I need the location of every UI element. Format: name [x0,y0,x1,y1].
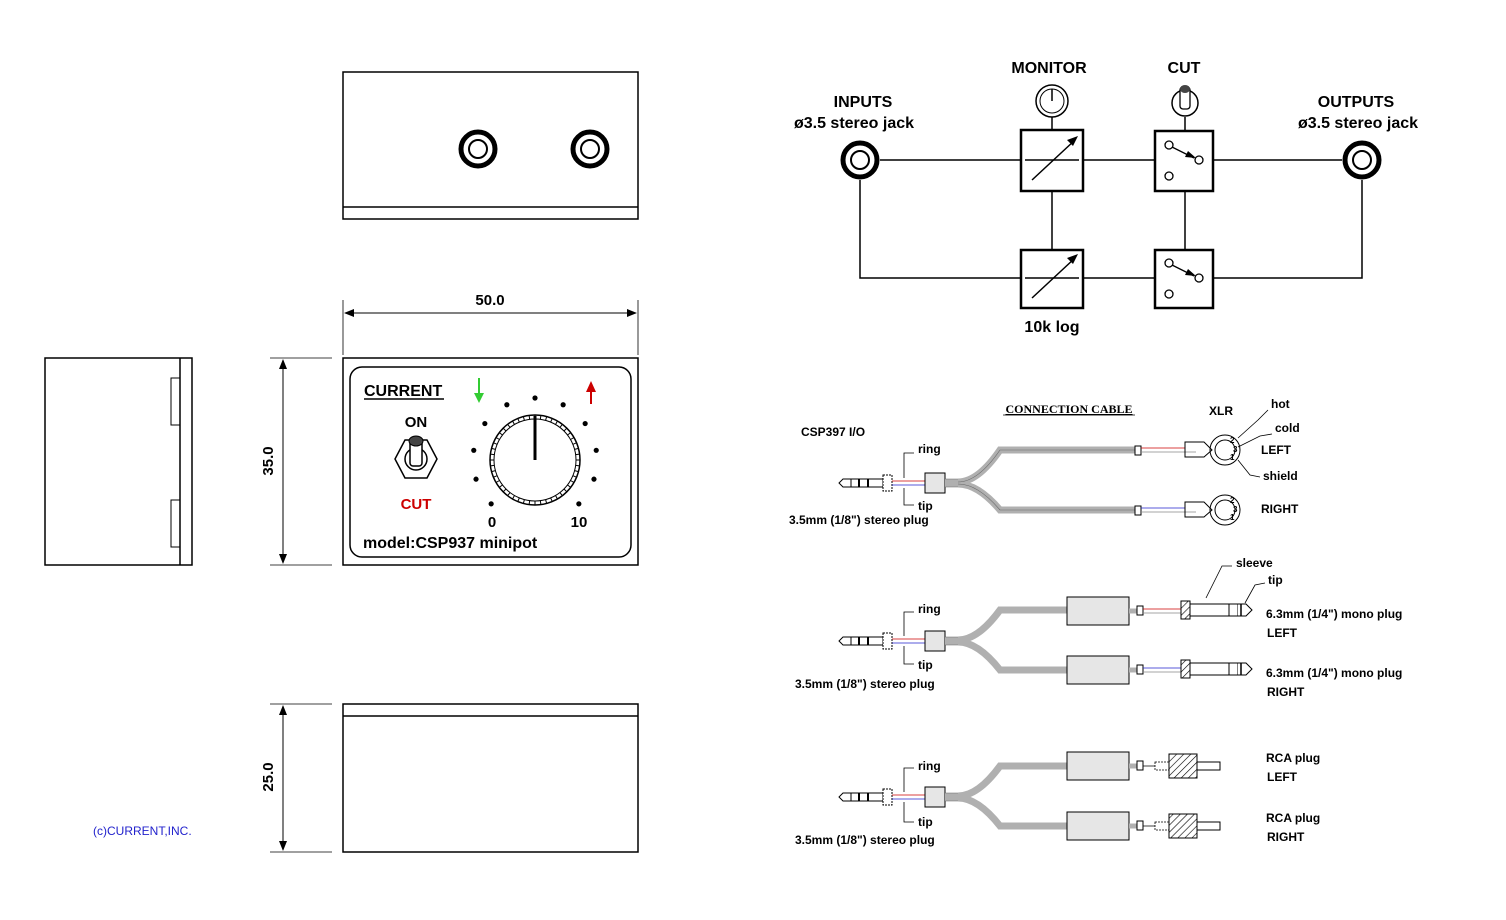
cables-title: CONNECTION CABLE [1005,402,1132,416]
rca-right-label: RIGHT [1267,830,1305,844]
xlr-right-pin3: 3 [1233,505,1238,514]
tip-label-3: tip [918,815,933,829]
xlr-right-pin2: 2 [1230,496,1235,505]
output-jack-icon [1342,140,1382,180]
scale-dot [482,420,488,427]
bottom-view [342,703,639,853]
copyright-label: (c)CURRENT,INC. [93,824,192,838]
tip-label-1: tip [918,499,933,513]
cut-toggle-icon [1171,85,1199,117]
shield-label: shield [1263,469,1298,483]
rca-left-label: LEFT [1267,770,1298,784]
depth-label: 25.0 [260,762,277,791]
mono-left-label: LEFT [1267,626,1298,640]
scale-dot [560,402,566,408]
inputs-subtitle: ø3.5 stereo jack [794,115,914,132]
depth-dimension: 25.0 [260,703,332,853]
stereo-plug-icon [838,630,960,652]
potentiometer-bottom-icon [1019,248,1085,310]
green-down-arrow-icon [474,378,484,403]
switch-on-label: ON [405,414,428,431]
input-jack-icon [840,140,880,180]
scale-min-label: 0 [488,514,496,531]
xlr-label: XLR [1209,404,1233,418]
hot-label: hot [1271,397,1290,411]
inputs-title: INPUTS [834,94,893,111]
scale-dot [576,501,582,507]
switch-bottom-icon [1153,248,1215,310]
mono-plug-left-label: 6.3mm (1/4") mono plug [1266,607,1402,621]
stereo-plug-label-2: 3.5mm (1/8") stereo plug [795,677,935,691]
xlr-right-pin1: 1 [1230,513,1235,522]
mono-plug-right-label: 6.3mm (1/4") mono plug [1266,666,1402,680]
cable-rca: RCA plug LEFT RCA plug RIGHT ring tip 3.… [795,751,1320,847]
top-jack-left-icon [458,129,498,169]
rca-plug-left-icon [1154,753,1221,779]
scale-dots [471,395,599,507]
scale-dot [591,476,597,482]
scale-dot [593,447,599,453]
potentiometer-top-icon [1019,128,1085,193]
xlr-right-label: RIGHT [1261,502,1299,516]
outputs-subtitle: ø3.5 stereo jack [1298,115,1418,132]
scale-max-label: 10 [571,514,588,531]
ring-label-3: ring [918,759,941,773]
height-label: 35.0 [260,446,277,475]
xlr-left-label: LEFT [1261,443,1292,457]
stereo-plug-label-1: 3.5mm (1/8") stereo plug [789,513,929,527]
scale-dot [532,395,538,401]
xlr-right-icon: 2 3 1 [1184,494,1241,526]
xlr-left-pin1: 1 [1230,453,1235,462]
rca-plug-left-label: RCA plug [1266,751,1320,765]
io-label: CSP397 I/O [801,425,865,439]
cold-label: cold [1275,421,1300,435]
front-panel: CURRENT ON CUT 0 10 model:CSP937 [342,357,639,566]
top-view [342,71,639,220]
tip-label-2: tip [918,658,933,672]
pot-value-label: 10k log [1024,319,1079,336]
volume-knob-icon [489,414,581,506]
scale-dot [488,501,494,507]
width-label: 50.0 [475,292,504,309]
width-dimension: 50.0 [342,292,639,355]
block-diagram: MONITOR CUT INPUTS ø3.5 stereo jack OUTP… [794,60,1418,336]
toggle-switch-icon [394,435,438,479]
monitor-knob-icon [1035,84,1069,118]
xlr-left-icon: 2 3 1 [1184,434,1241,466]
stereo-plug-icon [838,786,960,808]
rca-plug-right-label: RCA plug [1266,811,1320,825]
side-view [44,357,193,566]
monitor-label: MONITOR [1011,60,1087,77]
scale-dot [471,447,477,453]
model-label: model:CSP937 minipot [363,535,538,552]
tip-label-mono: tip [1268,573,1283,587]
outputs-title: OUTPUTS [1318,94,1395,111]
xlr-left-pin2: 2 [1230,436,1235,445]
xlr-left-pin3: 3 [1233,445,1238,454]
rca-plug-right-icon [1154,813,1221,839]
cable-mono: sleeve tip 6.3mm (1/4") mono plug LEFT 6… [795,556,1402,699]
height-dimension: 35.0 [260,357,332,566]
mono-plug-left-icon [1180,600,1253,620]
red-up-arrow-icon [586,381,596,404]
mono-right-label: RIGHT [1267,685,1305,699]
ring-label-2: ring [918,602,941,616]
stereo-plug-label-3: 3.5mm (1/8") stereo plug [795,833,935,847]
brand-label: CURRENT [364,383,442,400]
cable-xlr: 2 3 1 2 3 1 XLR hot cold LEFT shield RIG… [789,397,1300,527]
stereo-plug-icon [838,472,960,494]
top-jack-right-icon [570,129,610,169]
ring-label-1: ring [918,442,941,456]
switch-cut-label: CUT [401,496,432,513]
scale-dot [582,420,588,427]
scale-dot [504,402,510,408]
cut-label: CUT [1168,60,1201,77]
sleeve-label: sleeve [1236,556,1273,570]
mono-plug-right-icon [1180,659,1253,679]
scale-dot [473,476,479,482]
switch-top-icon [1153,129,1215,193]
